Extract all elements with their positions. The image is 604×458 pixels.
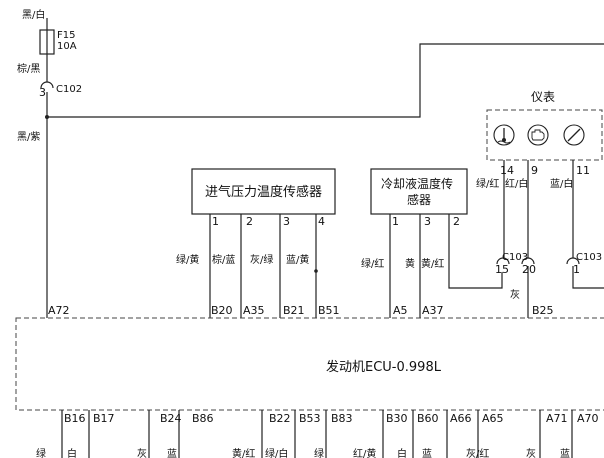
c103-pin-20: 20 [522,263,536,276]
bottom-wire-color-b83: 绿 [314,447,324,458]
ecu-pin-b53: B53 [299,412,321,425]
intake-pressure-temp-sensor[interactable] [191,168,336,215]
c102-pin: 3 [39,86,46,99]
coolant-pin-1: 1 [392,215,399,228]
bottom-wire-color-a66: 蓝 [422,448,432,458]
bottom-wire-color-b16: 绿 [36,447,46,458]
intake-wire-color-4: 蓝/黄 [286,253,309,266]
ecu-pin-b86: B86 [192,412,214,425]
c103-label-a: C103 [502,252,528,263]
intake-pin-2: 2 [246,215,253,228]
intake-wire-color-3: 灰/绿 [250,253,273,266]
bottom-wire-color-a70: 蓝 [560,448,570,458]
engine-coolant-temp-icon [493,124,515,146]
cluster-pin-11: 11 [576,164,590,177]
ecu-pin-b17: B17 [93,412,115,425]
ecu-pin-a65: A65 [482,412,504,425]
intake-pin-3: 3 [283,215,290,228]
engine-ecu-box[interactable] [15,317,604,411]
fuse-rating: 10A [57,41,77,52]
ecu-pin-a72: A72 [48,304,70,317]
ecu-pin-a5: A5 [393,304,408,317]
ecu-pin-b20: B20 [211,304,233,317]
ecu-pin-b30: B30 [386,412,408,425]
bottom-wire-color-b86: 蓝 [167,448,177,458]
coolant-wire-color-2: 黄/红 [421,257,444,270]
connector-c103-pin15-symbol [496,257,510,265]
intake-wire-color-1: 绿/黄 [176,253,199,266]
ecu-pin-b16: B16 [64,412,86,425]
ecu-pin-a35: A35 [243,304,265,317]
ecu-pin-b25: B25 [532,304,554,317]
bottom-wire-color-b60: 白 [397,447,407,458]
coolant-temp-sensor[interactable] [370,168,468,215]
ecu-pin-b83: B83 [331,412,353,425]
intake-sensor-label: 进气压力温度传感器 [205,184,322,200]
ecu-pin-a66: A66 [450,412,472,425]
connector-c103-pin1-symbol [566,257,580,265]
connector-c103-pin20-symbol [521,257,535,265]
c103-wire-gray: 灰 [510,288,520,301]
intake-wire-4-dot [314,269,318,273]
intake-pin-4: 4 [318,215,325,228]
coolant-wire-color-1: 绿/红 [361,257,384,270]
connector-c102-label: C102 [56,84,82,95]
connector-c102-symbol [40,81,54,89]
ecu-pin-b21: B21 [283,304,305,317]
c103-pin1-wire [572,266,604,289]
bottom-wire-color-b30: 红/黄 [353,447,376,458]
coolant-sensor-label-line2: 感器 [407,192,431,207]
wire-to-right-edge [47,43,604,118]
gauge-needle-icon [563,124,585,146]
c103-label-c: C103 [576,252,602,263]
bottom-wire-color-b22: 黄/红 [232,447,255,458]
ecu-pin-b24: B24 [160,412,182,425]
ecu-pin-b22: B22 [269,412,291,425]
c103-pin-15: 15 [495,263,509,276]
ecu-pin-a70: A70 [577,412,599,425]
bottom-wire-color-a71: 灰 [526,447,536,458]
bottom-wire-color-a65: 灰/红 [466,447,489,458]
bottom-wire-color-b17: 白 [67,447,77,458]
ecu-pin-a37: A37 [422,304,444,317]
cluster-pin-9: 9 [531,164,538,177]
ecu-pin-b51: B51 [318,304,340,317]
cluster-wire-color-11: 蓝/白 [550,177,573,190]
c103-pin-1: 1 [573,263,580,276]
bottom-wire-color-b53: 绿/白 [265,447,288,458]
wire-label-brown-black: 棕/黑 [17,62,40,75]
coolant-wire-color-3: 黄 [405,257,415,270]
intake-wire-color-2: 棕/蓝 [212,253,235,266]
cluster-wire-color-9: 红/白 [505,177,528,190]
ecu-title: 发动机ECU-0.998L [326,359,442,375]
cluster-box[interactable] [486,109,603,161]
coolant-sensor-label-line1: 冷却液温度传 [381,176,453,191]
coolant-wire-2 [448,214,503,289]
cluster-pin-14: 14 [500,164,514,177]
cluster-wire-color-14: 绿/红 [476,177,499,190]
bottom-wire-color-b24: 灰 [137,447,147,458]
cluster-title: 仪表 [531,90,555,104]
intake-pin-1: 1 [212,215,219,228]
wire-label-black-white: 黑/白 [22,8,45,21]
engine-check-icon [527,124,549,146]
coolant-pin-3: 3 [424,215,431,228]
coolant-pin-2: 2 [453,215,460,228]
fuse-name: F15 [57,30,75,41]
ecu-pin-b60: B60 [417,412,439,425]
wire-label-black-purple: 黑/紫 [17,131,40,143]
ecu-pin-a71: A71 [546,412,568,425]
